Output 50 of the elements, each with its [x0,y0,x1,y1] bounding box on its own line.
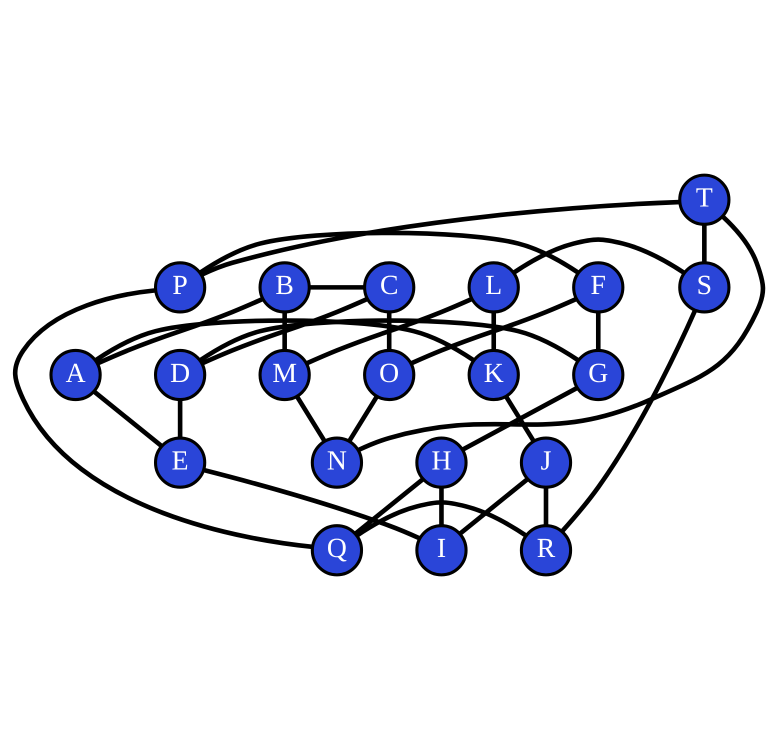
connector [596,312,601,350]
node-circle: M [258,348,311,402]
node-circle: H [415,436,468,489]
connector [200,200,680,277]
node-circle: B [258,261,311,314]
connector [92,390,164,448]
connector [96,297,264,366]
connector [355,500,528,538]
connector [512,237,686,275]
node-circle: J [520,436,572,489]
connector [544,487,548,526]
connector [386,312,392,350]
connector [178,400,182,438]
node-circle: P [154,261,206,314]
connector [94,318,476,362]
node-circle: Q [310,524,364,576]
node-circle: S [678,261,730,314]
node-circle: O [363,348,416,402]
node-circle: L [468,261,520,314]
connector [462,386,578,452]
node-circle: A [49,348,102,402]
connector [439,487,444,526]
connector [295,395,327,442]
node-circle: C [363,261,416,314]
node-circle: N [310,436,364,489]
connector [560,309,698,533]
connector [203,468,421,541]
connector [201,297,368,366]
connector [504,395,536,442]
node-circle: R [520,524,572,576]
connector [282,312,287,350]
node-circle: K [468,348,520,402]
connector [310,285,364,290]
connector [702,224,707,263]
connector [410,297,577,366]
node-circle: G [572,348,624,402]
node-circle: T [678,174,730,226]
connector [491,312,496,350]
node-circle: E [154,436,206,489]
connector [198,318,580,362]
connector [13,288,312,550]
node-circle: I [415,524,468,576]
connector [347,395,379,442]
node-circle: F [572,261,624,314]
connector [357,214,766,452]
connector [458,477,529,536]
node-circle: D [154,348,206,402]
connector [198,230,580,275]
connector [306,297,472,366]
connector [354,477,424,536]
